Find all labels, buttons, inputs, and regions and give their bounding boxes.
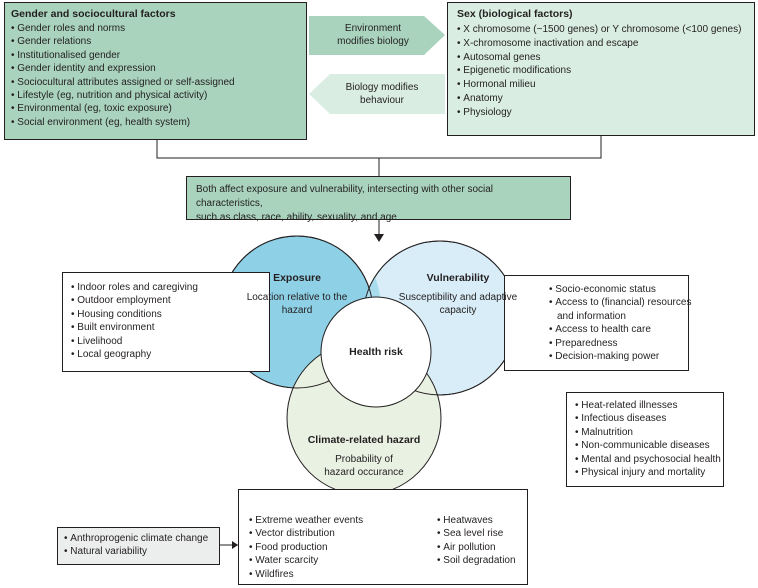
bio-label-line2: behaviour bbox=[360, 95, 404, 106]
vulnerability-desc-line2: capacity bbox=[439, 305, 477, 316]
arrow-down-icon bbox=[374, 234, 384, 242]
list-item: Wildfires bbox=[249, 568, 363, 581]
vulnerability-desc-line1: Susceptibility and adaptive bbox=[398, 292, 518, 303]
list-item: Built environment bbox=[71, 321, 261, 334]
intersection-box: Both affect exposure and vulnerability, … bbox=[186, 176, 571, 223]
list-item: Decision-making power bbox=[549, 350, 682, 363]
list-item: Physiology bbox=[457, 106, 745, 120]
list-item: Soil degradation bbox=[437, 554, 515, 567]
list-item: Sociocultural attributes assigned or sel… bbox=[11, 76, 300, 89]
vulnerability-list: Socio-economic status Access to (financi… bbox=[549, 283, 691, 363]
env-arrow-shape bbox=[309, 16, 445, 55]
gender-factors-box: Gender and sociocultural factors Gender … bbox=[4, 2, 307, 140]
exposure-factors-box: Indoor roles and caregiving Outdoor empl… bbox=[62, 272, 270, 372]
intersection-line2: such as class, race, ability, sexuality,… bbox=[196, 212, 397, 223]
vulnerability-factors-box: Socio-economic status Access to (financi… bbox=[504, 275, 691, 371]
exposure-title: Exposure bbox=[273, 272, 321, 284]
exposure-desc-line2: hazard bbox=[281, 305, 313, 316]
list-item: Air pollution bbox=[437, 541, 516, 554]
arrow-right-icon bbox=[232, 541, 238, 549]
list-item: X chromosome (~1500 genes) or Y chromoso… bbox=[457, 23, 745, 37]
bio-arrow-label: Biology modifies behaviour bbox=[326, 81, 438, 107]
env-arrow-label: Environment modifies biology bbox=[318, 22, 428, 48]
bio-label-line1: Biology modifies bbox=[345, 82, 419, 93]
vulnerability-title: Vulnerability bbox=[426, 272, 490, 284]
list-item: Access to (financial) resources bbox=[549, 296, 691, 309]
list-item: Autosomal genes bbox=[457, 51, 745, 65]
health-risk-label: Health risk bbox=[326, 346, 426, 365]
list-item: Heatwaves bbox=[437, 514, 516, 527]
climate-desc-line1: Probability of bbox=[335, 454, 393, 465]
vulnerability-label: Vulnerability Susceptibility and adaptiv… bbox=[388, 272, 528, 317]
list-item: Outdoor employment bbox=[71, 294, 261, 307]
intersection-line1: Both affect exposure and vulnerability, … bbox=[196, 184, 494, 209]
list-item: Indoor roles and caregiving bbox=[71, 281, 261, 294]
drivers-list: Anthroprogenic climate change Natural va… bbox=[64, 532, 213, 559]
climate-drivers-box: Anthroprogenic climate change Natural va… bbox=[57, 527, 220, 565]
climate-list-right: Heatwaves Sea level rise Air pollution S… bbox=[437, 514, 516, 568]
list-item: Food production bbox=[249, 541, 363, 554]
list-item: Sea level rise bbox=[437, 527, 516, 540]
list-item: Natural variability bbox=[64, 545, 213, 558]
climate-hazards-box: Extreme weather events Vector distributi… bbox=[238, 489, 528, 585]
health-risk-title: Health risk bbox=[349, 346, 403, 358]
list-item: Mental and psychosocial health bbox=[575, 453, 721, 466]
list-item: Water scarcity bbox=[249, 554, 363, 567]
list-item: Extreme weather events bbox=[249, 514, 363, 527]
list-item: Livelihood bbox=[71, 335, 261, 348]
climate-list-left: Extreme weather events Vector distributi… bbox=[249, 514, 363, 581]
gender-list: Gender roles and norms Gender relations … bbox=[11, 22, 300, 129]
list-item: Vector distribution bbox=[249, 527, 363, 540]
exposure-label: Exposure Location relative to the hazard bbox=[232, 272, 362, 317]
list-item: Preparedness bbox=[549, 337, 682, 350]
list-item: Anthroprogenic climate change bbox=[64, 532, 213, 545]
sex-list: X chromosome (~1500 genes) or Y chromoso… bbox=[457, 23, 745, 120]
env-label-line2: modifies biology bbox=[337, 36, 409, 47]
exposure-list: Indoor roles and caregiving Outdoor empl… bbox=[71, 281, 261, 361]
list-item: Housing conditions bbox=[71, 308, 261, 321]
list-item: Gender identity and expression bbox=[11, 62, 300, 75]
list-item: Anatomy bbox=[457, 92, 745, 106]
health-outcomes-box: Heat-related illnesses Infectious diseas… bbox=[566, 392, 724, 487]
list-item: Gender roles and norms bbox=[11, 22, 300, 35]
health-outcomes-list: Heat-related illnesses Infectious diseas… bbox=[575, 399, 721, 479]
list-item: Non-communicable diseases bbox=[575, 439, 715, 452]
list-item: Lifestyle (eg, nutrition and physical ac… bbox=[11, 89, 300, 102]
sex-factors-box: Sex (biological factors) X chromosome (~… bbox=[447, 2, 755, 136]
list-item: X-chromosome inactivation and escape bbox=[457, 37, 745, 51]
list-item: Physical injury and mortality bbox=[575, 466, 715, 479]
list-item: Hormonal milieu bbox=[457, 78, 745, 92]
exposure-desc-line1: Location relative to the bbox=[246, 292, 348, 303]
list-item: Social environment (eg, health system) bbox=[11, 116, 300, 129]
list-item-continuation: and information bbox=[557, 310, 626, 322]
list-item: Gender relations bbox=[11, 35, 300, 48]
list-item: Heat-related illnesses bbox=[575, 399, 715, 412]
sex-title: Sex (biological factors) bbox=[457, 8, 573, 20]
climate-hazard-title: Climate-related hazard bbox=[307, 434, 421, 446]
list-item: Socio-economic status bbox=[549, 283, 682, 296]
list-item: Environmental (eg, toxic exposure) bbox=[11, 102, 300, 115]
bio-arrow-shape bbox=[309, 74, 445, 114]
list-item: Infectious diseases bbox=[575, 412, 715, 425]
list-item: Access to health care bbox=[549, 323, 682, 336]
env-label-line1: Environment bbox=[344, 23, 402, 34]
climate-desc-line2: hazard occurance bbox=[324, 467, 404, 478]
climate-hazard-label: Climate-related hazard Probability of ha… bbox=[304, 434, 424, 479]
health-risk-circle bbox=[320, 296, 432, 408]
gender-title: Gender and sociocultural factors bbox=[11, 8, 176, 20]
list-item: Malnutrition bbox=[575, 426, 715, 439]
list-item: Institutionalised gender bbox=[11, 49, 300, 62]
list-item: Local geography bbox=[71, 348, 261, 361]
list-item: Epigenetic modifications bbox=[457, 64, 745, 78]
